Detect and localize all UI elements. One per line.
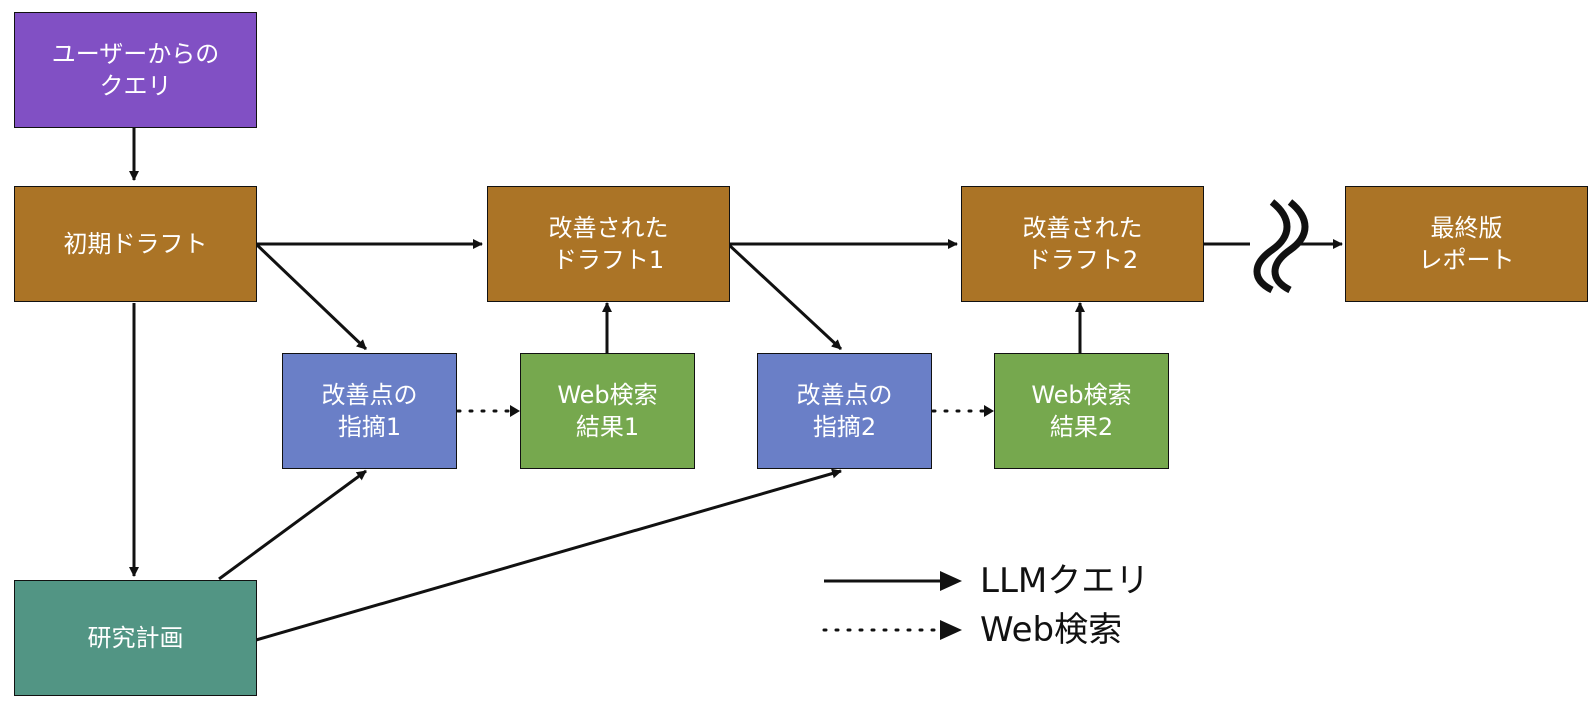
node-web-search-2-line2: 結果2 — [1049, 413, 1114, 441]
node-final-report-line2: レポート — [1418, 246, 1515, 274]
node-improved-draft-2-line1: 改善された — [1022, 214, 1143, 242]
node-critique-1-line1: 改善点の — [321, 381, 418, 409]
legend-solid-arrowhead — [940, 571, 962, 591]
arrow-plan-to-critique1 — [218, 469, 367, 581]
legend-llm-query-label: LLMクエリ — [980, 561, 1150, 601]
node-user-query-line1: ユーザーからの — [51, 40, 220, 68]
node-research-plan-label: 研究計画 — [87, 624, 184, 652]
node-web-search-2-line1: Web検索 — [1031, 381, 1132, 409]
node-web-search-1: Web検索 結果1 — [520, 353, 695, 469]
arrow-draft0-to-critique1 — [254, 242, 368, 351]
node-web-search-1-line1: Web検索 — [557, 381, 658, 409]
dotted-arrowhead-2 — [984, 405, 994, 417]
node-initial-draft: 初期ドラフト — [14, 186, 257, 302]
node-improved-draft-2-line2: ドラフト2 — [1026, 246, 1139, 274]
legend-dotted-arrowhead — [940, 620, 962, 640]
break-symbol — [1250, 199, 1309, 294]
node-critique-2-line1: 改善点の — [796, 381, 893, 409]
node-final-report: 最終版 レポート — [1345, 186, 1588, 302]
node-improved-draft-1-line1: 改善された — [548, 214, 669, 242]
node-final-report-line1: 最終版 — [1430, 214, 1503, 242]
arrow-draft1-to-critique2 — [726, 242, 843, 351]
arrow-plan-to-critique2 — [255, 468, 842, 642]
node-web-search-1-line2: 結果1 — [575, 413, 640, 441]
node-critique-2-line2: 指摘2 — [812, 413, 877, 441]
node-research-plan: 研究計画 — [14, 580, 257, 696]
node-initial-draft-label: 初期ドラフト — [63, 230, 208, 258]
node-improved-draft-1: 改善された ドラフト1 — [487, 186, 730, 302]
node-improved-draft-1-line2: ドラフト1 — [552, 246, 665, 274]
node-critique-1-line2: 指摘1 — [337, 413, 402, 441]
legend-web-search-label: Web検索 — [980, 610, 1123, 650]
node-critique-2: 改善点の 指摘2 — [757, 353, 932, 469]
node-user-query-line2: クエリ — [99, 72, 172, 100]
dotted-arrowhead-1 — [510, 405, 520, 417]
node-critique-1: 改善点の 指摘1 — [282, 353, 457, 469]
node-web-search-2: Web検索 結果2 — [994, 353, 1169, 469]
node-improved-draft-2: 改善された ドラフト2 — [961, 186, 1204, 302]
node-user-query: ユーザーからの クエリ — [14, 12, 257, 128]
